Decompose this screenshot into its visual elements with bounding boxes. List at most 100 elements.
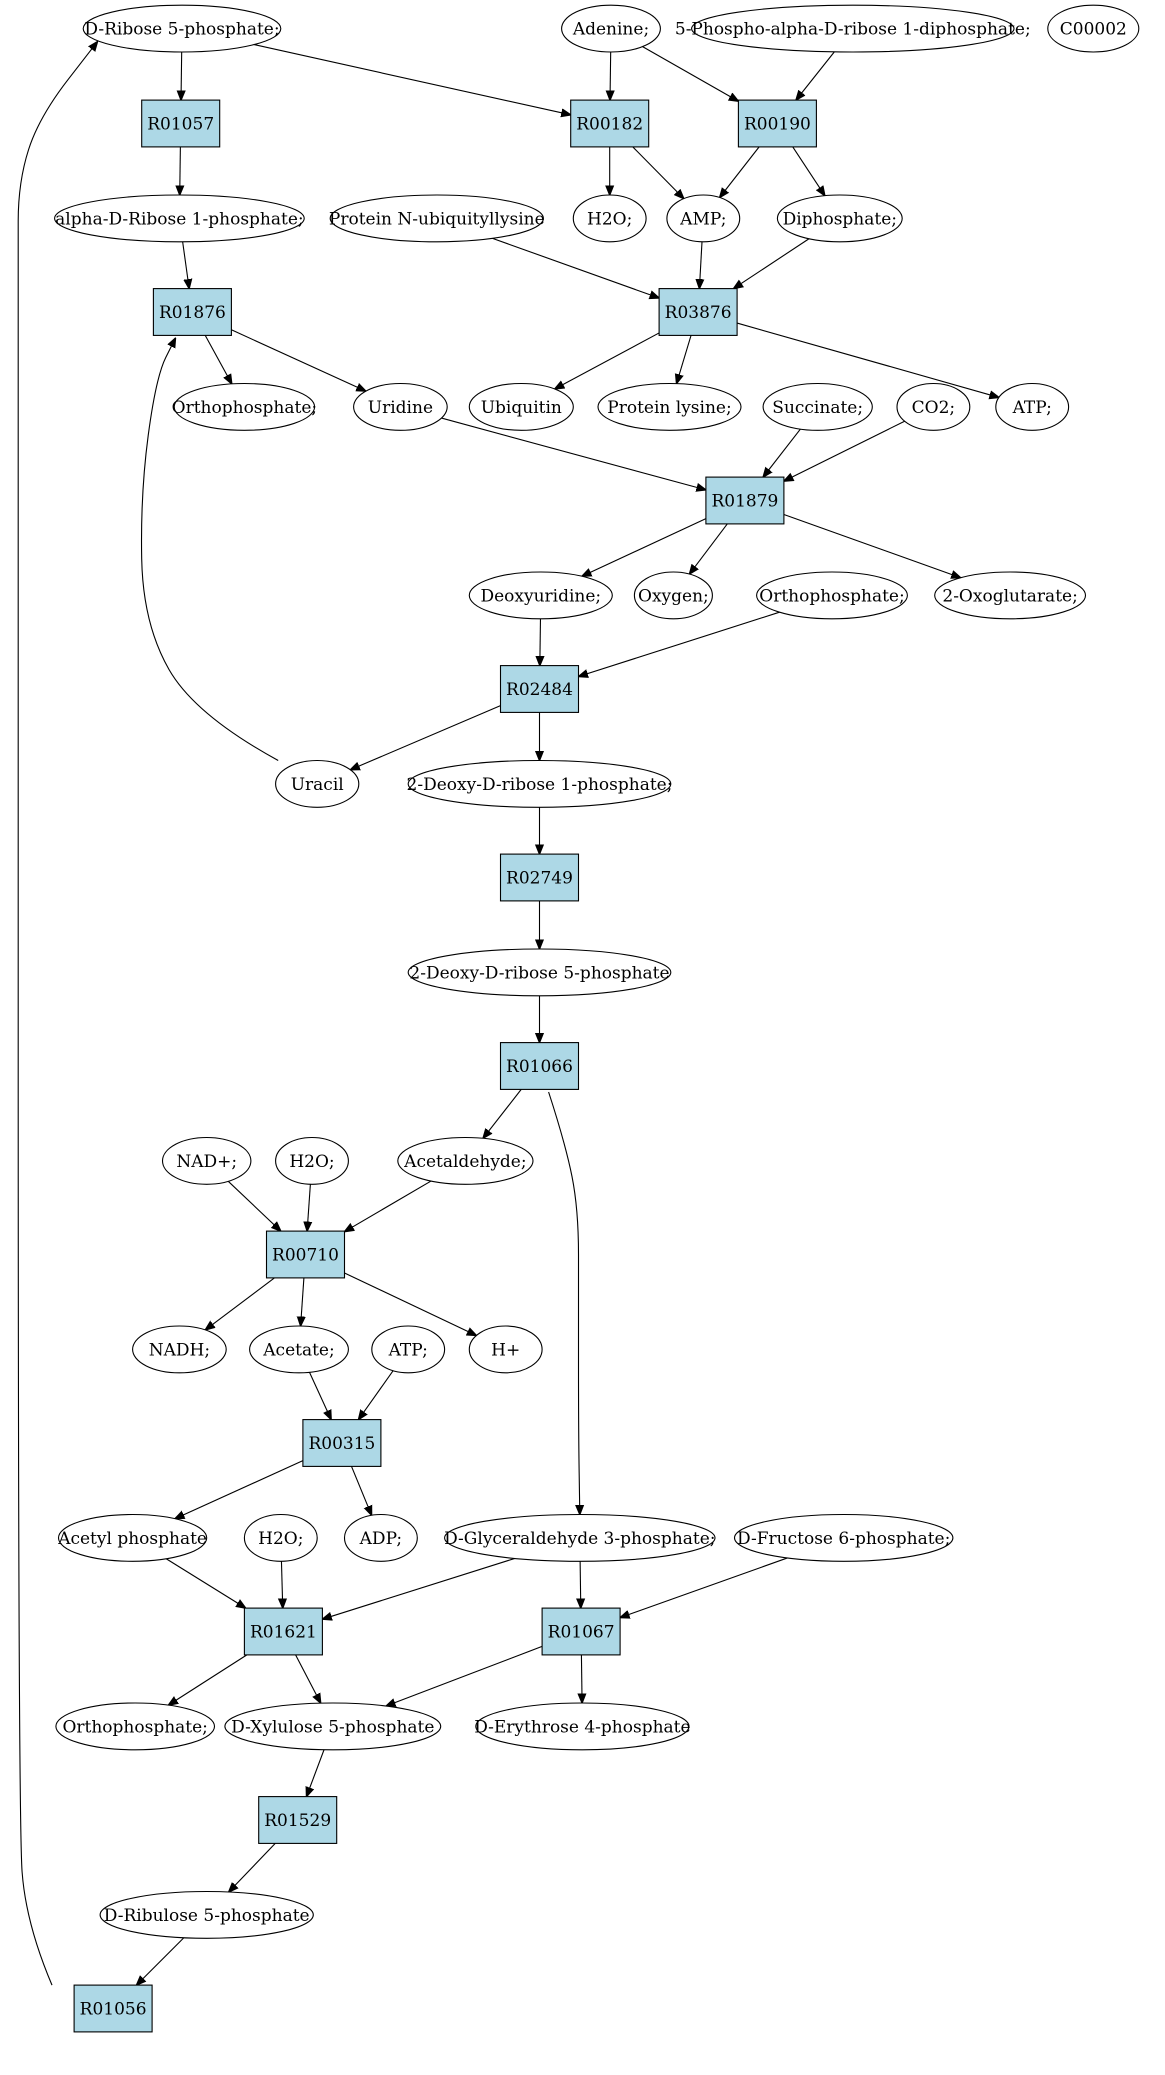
compound-ellipse xyxy=(407,759,672,808)
compound-node-h2o_a[interactable]: H2O; xyxy=(572,194,647,243)
reaction-box xyxy=(265,1230,346,1279)
compound-node-dr1p[interactable]: 2-Deoxy-D-ribose 1-phosphate; xyxy=(407,759,673,808)
node-label: R00315 xyxy=(308,1434,375,1454)
node-label: R01876 xyxy=(159,303,226,323)
compound-node-h2o_c[interactable]: H2O; xyxy=(243,1513,318,1562)
compound-node-protnub[interactable]: Protein N-ubiquityllysine xyxy=(329,194,545,243)
compound-node-orthop_a[interactable]: Orthophosphate; xyxy=(172,382,317,431)
compound-node-diphos[interactable]: Diphosphate; xyxy=(776,194,903,243)
compound-node-deoxyuridine[interactable]: Deoxyuridine; xyxy=(468,571,613,620)
edge-h2o_b-to-R00710 xyxy=(307,1184,310,1231)
compound-node-f6p[interactable]: D-Fructose 6-phosphate; xyxy=(733,1513,954,1562)
node-label: 2-Deoxy-D-ribose 1-phosphate; xyxy=(407,775,673,795)
compound-node-hplus[interactable]: H+ xyxy=(468,1325,543,1374)
compound-node-nadh[interactable]: NADH; xyxy=(132,1325,227,1374)
edge-R01067-to-e4p xyxy=(581,1654,582,1703)
compound-node-oxygen[interactable]: Oxygen; xyxy=(633,571,713,620)
compound-node-g3p[interactable]: D-Glyceraldehyde 3-phosphate; xyxy=(444,1513,716,1562)
edge-R01066-to-g3p xyxy=(548,1091,580,1515)
node-label: Uracil xyxy=(291,775,344,795)
edge-uracil-to-R01876 xyxy=(140,338,279,761)
edge-acetylp-to-R01621 xyxy=(165,1558,245,1608)
compound-node-oxoglut[interactable]: 2-Oxoglutarate; xyxy=(934,571,1087,620)
reaction-node-r01876[interactable]: R01876 xyxy=(152,288,232,336)
compound-ellipse xyxy=(275,759,360,808)
compound-node-c00002[interactable]: C00002 xyxy=(1047,4,1140,53)
compound-node-adp[interactable]: ADP; xyxy=(343,1513,418,1562)
edge-R00315-to-adp xyxy=(351,1466,372,1515)
compound-node-acetald[interactable]: Acetaldehyde; xyxy=(397,1136,534,1185)
compound-node-uridine[interactable]: Uridine xyxy=(353,382,448,431)
compound-node-nad[interactable]: NAD+; xyxy=(161,1136,252,1185)
compound-node-x5p[interactable]: D-Xylulose 5-phosphate xyxy=(224,1702,442,1751)
node-label: CO2; xyxy=(912,398,956,418)
edge-r5p-to-R01057 xyxy=(181,51,182,100)
node-label: D-Ribulose 5-phosphate xyxy=(104,1906,310,1926)
node-label: NAD+; xyxy=(176,1152,237,1172)
compound-node-orthop_b[interactable]: Orthophosphate; xyxy=(756,571,908,620)
node-label: Diphosphate; xyxy=(783,209,897,229)
compound-ellipse xyxy=(633,571,713,620)
node-label: AMP; xyxy=(679,209,726,229)
edge-f6p-to-R01067 xyxy=(620,1557,788,1618)
compound-ellipse xyxy=(249,1325,349,1374)
compound-ellipse xyxy=(371,1325,446,1374)
reaction-node-r01056[interactable]: R01056 xyxy=(73,1984,153,2033)
compound-node-co2[interactable]: CO2; xyxy=(896,382,971,431)
compound-node-atp_a[interactable]: ATP; xyxy=(995,382,1070,431)
reaction-box xyxy=(658,288,738,336)
edge-R01879-to-deoxyuridine xyxy=(582,518,707,577)
reaction-node-r00190[interactable]: R00190 xyxy=(737,99,817,148)
reaction-node-r00315[interactable]: R00315 xyxy=(302,1419,382,1467)
compound-node-ubiquitin[interactable]: Ubiquitin xyxy=(468,382,574,431)
edge-R01621-to-orthop_c xyxy=(168,1654,248,1705)
compound-node-acetate[interactable]: Acetate; xyxy=(249,1325,349,1374)
node-label: R00182 xyxy=(576,115,643,135)
reaction-node-r01879[interactable]: R01879 xyxy=(705,476,785,525)
node-label: H+ xyxy=(491,1340,520,1360)
reaction-node-r00710[interactable]: R00710 xyxy=(265,1230,346,1279)
reaction-node-r02484[interactable]: R02484 xyxy=(499,665,580,713)
node-label: 2-Deoxy-D-ribose 5-phosphate xyxy=(409,963,669,983)
compound-node-ru5p[interactable]: D-Ribulose 5-phosphate xyxy=(99,1890,314,1939)
reaction-node-r03876[interactable]: R03876 xyxy=(658,288,738,336)
compound-node-e4p[interactable]: D-Erythrose 4-phosphate xyxy=(474,1702,691,1751)
compound-node-prpp[interactable]: 5-Phospho-alpha-D-ribose 1-diphosphate; xyxy=(675,4,1031,53)
compound-node-atp_b[interactable]: ATP; xyxy=(371,1325,446,1374)
node-label: D-Xylulose 5-phosphate xyxy=(231,1717,434,1737)
edge-R01879-to-oxygen xyxy=(689,523,728,574)
edge-x5p-to-R01529 xyxy=(306,1749,325,1797)
node-label: R02484 xyxy=(506,680,573,700)
compound-node-amp[interactable]: AMP; xyxy=(666,194,741,243)
edge-R00710-to-acetate xyxy=(301,1277,304,1326)
compound-node-acetylp[interactable]: Acetyl phosphate xyxy=(57,1513,208,1562)
compound-node-uracil[interactable]: Uracil xyxy=(275,759,360,808)
compound-node-dr5p[interactable]: 2-Deoxy-D-ribose 5-phosphate xyxy=(407,948,672,997)
node-label: Acetate; xyxy=(262,1340,334,1360)
node-label: Acetaldehyde; xyxy=(403,1152,526,1172)
edge-R00710-to-nadh xyxy=(205,1277,275,1330)
reaction-node-r01066[interactable]: R01066 xyxy=(499,1042,580,1090)
node-label: R01066 xyxy=(506,1057,573,1077)
edge-diphos-to-R03876 xyxy=(734,238,810,289)
edge-acetate-to-R00315 xyxy=(308,1372,331,1419)
compound-node-orthop_c[interactable]: Orthophosphate; xyxy=(55,1702,216,1751)
compound-node-protlys[interactable]: Protein lysine; xyxy=(597,382,742,431)
reaction-node-r00182[interactable]: R00182 xyxy=(570,99,650,148)
node-label: Deoxyuridine; xyxy=(480,586,601,606)
reaction-box xyxy=(499,1042,580,1090)
edge-acetald-to-R00710 xyxy=(345,1180,432,1232)
compound-node-r5p[interactable]: D-Ribose 5-phosphate; xyxy=(82,4,282,53)
compound-node-succinate[interactable]: Succinate; xyxy=(762,382,873,431)
reaction-node-r01621[interactable]: R01621 xyxy=(243,1607,323,1656)
reaction-node-r01067[interactable]: R01067 xyxy=(541,1607,621,1656)
compound-node-h2o_b[interactable]: H2O; xyxy=(275,1136,349,1185)
reaction-node-r01057[interactable]: R01057 xyxy=(141,99,221,148)
reaction-node-r01529[interactable]: R01529 xyxy=(258,1796,338,1844)
compound-node-adenine[interactable]: Adenine; xyxy=(561,4,661,53)
compound-ellipse xyxy=(55,1702,216,1751)
compound-node-ar1p[interactable]: alpha-D-Ribose 1-phosphate; xyxy=(54,194,305,243)
compound-ellipse xyxy=(161,1136,252,1185)
reaction-node-r02749[interactable]: R02749 xyxy=(499,853,580,902)
node-label: R00190 xyxy=(744,115,811,135)
